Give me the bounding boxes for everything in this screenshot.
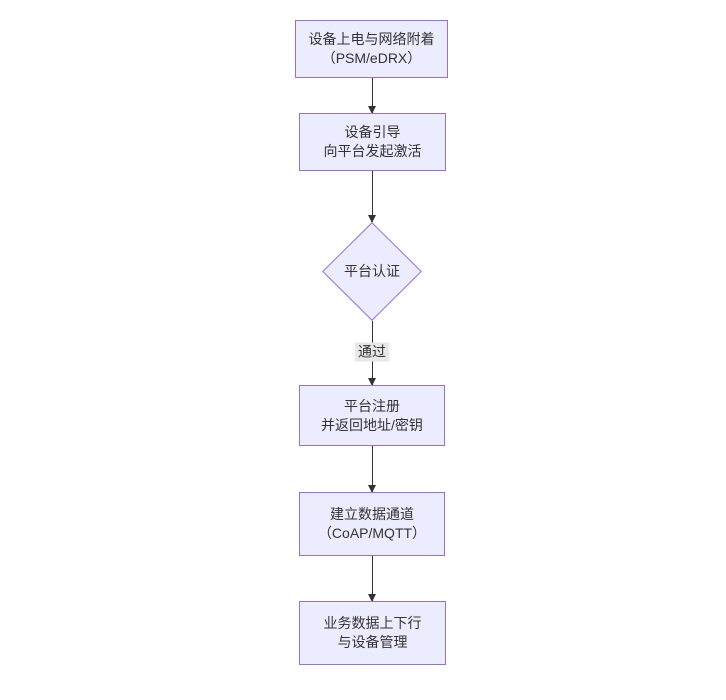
- node-register-line2: 并返回地址/密钥: [321, 416, 423, 433]
- arrow-down-icon: [367, 378, 376, 386]
- node-platform-auth: 平台认证: [322, 222, 422, 321]
- node-register-line1: 平台注册: [344, 397, 400, 414]
- edge-label-pass: 通过: [355, 342, 389, 362]
- node-data-channel: 建立数据通道 （CoAP/MQTT）: [299, 492, 445, 556]
- node-data-channel-line1: 建立数据通道: [330, 506, 414, 522]
- node-business-data: 业务数据上下行 与设备管理: [299, 601, 446, 665]
- node-business-data-line2: 与设备管理: [337, 634, 408, 650]
- edge-bootstrap-to-auth: [367, 171, 376, 223]
- node-bootstrap-line1: 设备引导: [344, 124, 401, 140]
- node-business-data-line1: 业务数据上下行: [323, 615, 422, 631]
- arrow-down-icon: [367, 215, 376, 223]
- edge-channel-to-business: [367, 556, 376, 602]
- node-register: 平台注册 并返回地址/密钥: [299, 385, 445, 446]
- edge-power-to-bootstrap: [367, 78, 376, 114]
- arrow-down-icon: [367, 485, 376, 493]
- node-bootstrap-line2: 向平台发起激活: [323, 143, 422, 159]
- arrow-down-icon: [367, 594, 376, 602]
- node-power-attach: 设备上电与网络附着 （PSM/eDRX）: [295, 20, 448, 78]
- edge-register-to-channel: [367, 446, 376, 493]
- node-bootstrap: 设备引导 向平台发起激活: [299, 113, 446, 171]
- node-power-attach-line2: （PSM/eDRX）: [321, 50, 422, 66]
- node-data-channel-line2: （CoAP/MQTT）: [317, 525, 427, 541]
- diamond-shape: [322, 222, 422, 321]
- node-platform-auth-label: 平台认证: [344, 263, 400, 279]
- node-power-attach-line1: 设备上电与网络附着: [308, 31, 435, 47]
- arrow-down-icon: [367, 106, 376, 114]
